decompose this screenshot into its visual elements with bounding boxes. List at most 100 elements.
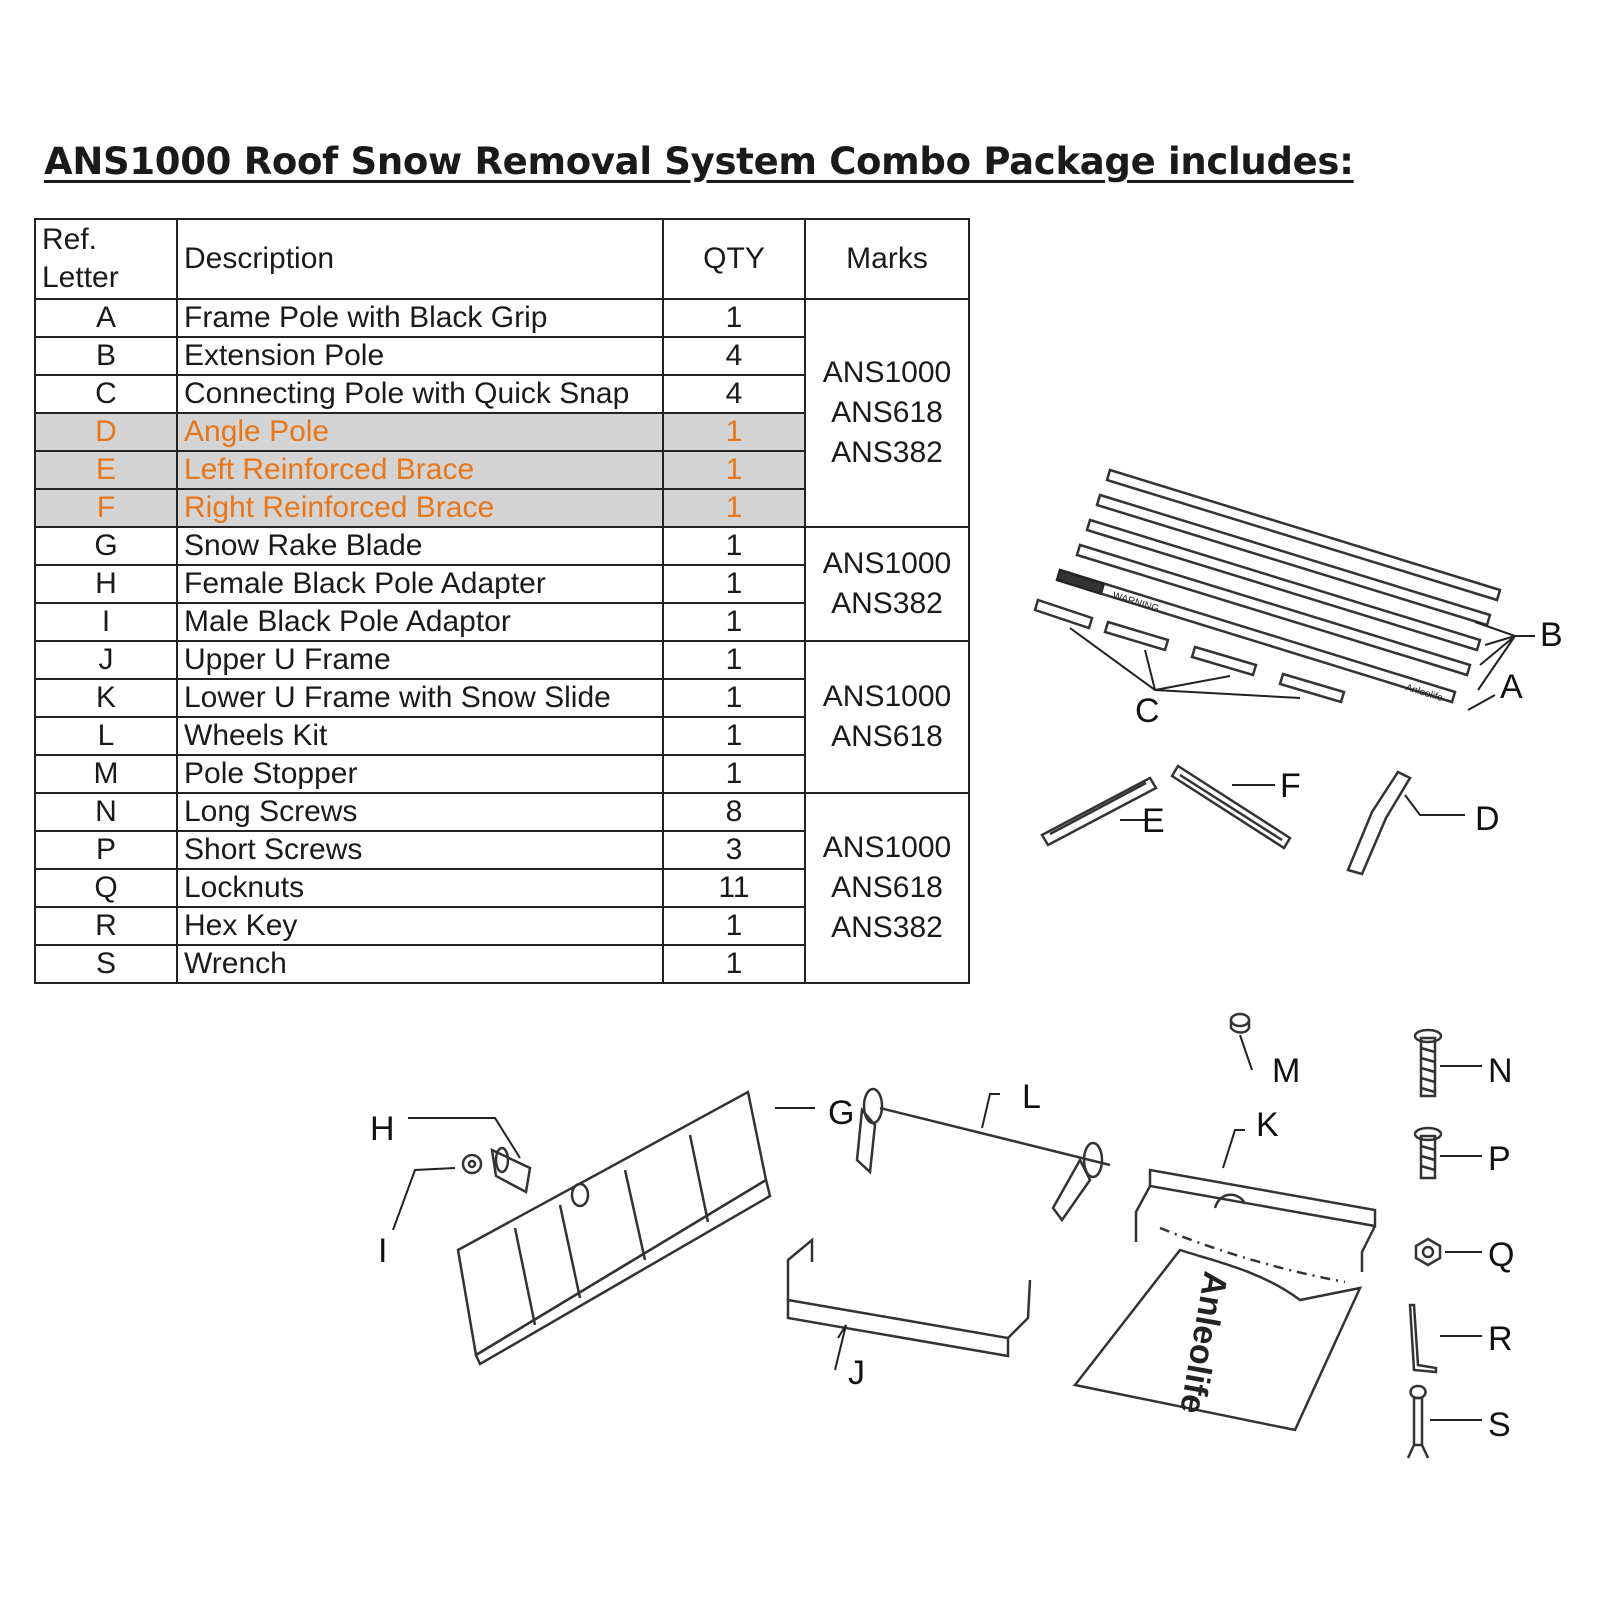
wheels-kit-illustration — [855, 1087, 1111, 1223]
row-description: Locknuts — [176, 868, 664, 908]
row-ref: B — [34, 336, 178, 376]
left-brace-illustration — [1040, 776, 1158, 847]
locknut-illustration — [1414, 1237, 1442, 1267]
wrench-illustration — [1406, 1384, 1430, 1459]
row-ref: S — [34, 944, 178, 984]
row-qty: 1 — [662, 944, 806, 984]
row-ref: R — [34, 906, 178, 946]
label-L: L — [1022, 1078, 1041, 1116]
leader-lines — [392, 621, 1535, 1421]
row-qty: 1 — [662, 716, 806, 756]
row-description: Wrench — [176, 944, 664, 984]
page-title: ANS1000 Roof Snow Removal System Combo P… — [44, 140, 1354, 183]
row-ref: K — [34, 678, 178, 718]
row-qty: 11 — [662, 868, 806, 908]
label-J: J — [848, 1354, 865, 1392]
row-description: Short Screws — [176, 830, 664, 870]
row-ref: J — [34, 640, 178, 680]
row-description: Angle Pole — [176, 412, 664, 452]
row-ref: H — [34, 564, 178, 604]
row-description: Frame Pole with Black Grip — [176, 298, 664, 338]
row-ref: L — [34, 716, 178, 756]
row-qty: 3 — [662, 830, 806, 870]
row-ref: F — [34, 488, 178, 528]
row-qty: 1 — [662, 564, 806, 604]
extension-poles-illustration — [1075, 468, 1502, 677]
frame-pole-illustration: WARNING Anleolife — [1055, 568, 1457, 704]
row-description: Wheels Kit — [176, 716, 664, 756]
label-H: H — [370, 1110, 395, 1148]
row-ref: P — [34, 830, 178, 870]
hex-key-illustration — [1408, 1303, 1438, 1374]
connecting-poles-illustration — [1033, 598, 1346, 704]
row-qty: 1 — [662, 488, 806, 528]
female-adapter-illustration — [490, 1146, 532, 1194]
label-F: F — [1280, 767, 1301, 805]
header-qty: QTY — [662, 218, 806, 300]
row-description: Upper U Frame — [176, 640, 664, 680]
row-ref: M — [34, 754, 178, 794]
row-description: Hex Key — [176, 906, 664, 946]
label-S: S — [1488, 1406, 1511, 1444]
row-qty: 1 — [662, 678, 806, 718]
row-ref: C — [34, 374, 178, 414]
row-description: Extension Pole — [176, 336, 664, 376]
slide-brand-text: Anleolife — [1172, 1269, 1234, 1417]
label-C: C — [1135, 692, 1160, 730]
row-qty: 1 — [662, 526, 806, 566]
short-screw-illustration — [1413, 1126, 1443, 1180]
row-description: Lower U Frame with Snow Slide — [176, 678, 664, 718]
row-ref: E — [34, 450, 178, 490]
label-P: P — [1488, 1140, 1511, 1178]
row-qty: 1 — [662, 602, 806, 642]
row-qty: 4 — [662, 336, 806, 376]
row-description: Snow Rake Blade — [176, 526, 664, 566]
label-B: B — [1540, 616, 1563, 654]
row-qty: 1 — [662, 298, 806, 338]
row-qty: 1 — [662, 906, 806, 946]
row-description: Long Screws — [176, 792, 664, 832]
male-adapter-illustration — [461, 1153, 483, 1175]
row-description: Pole Stopper — [176, 754, 664, 794]
upper-u-frame-illustration — [786, 1237, 1032, 1358]
label-M: M — [1272, 1052, 1300, 1090]
row-qty: 1 — [662, 754, 806, 794]
row-ref: G — [34, 526, 178, 566]
pole-stopper-illustration — [1229, 1012, 1251, 1034]
row-description: Female Black Pole Adapter — [176, 564, 664, 604]
label-R: R — [1488, 1320, 1513, 1358]
label-I: I — [378, 1232, 387, 1270]
label-Q: Q — [1488, 1236, 1514, 1274]
lower-u-frame-illustration: Anleolife — [1072, 1168, 1377, 1432]
label-N: N — [1488, 1052, 1513, 1090]
row-ref: N — [34, 792, 178, 832]
label-E: E — [1142, 802, 1165, 840]
row-ref: I — [34, 602, 178, 642]
row-ref: A — [34, 298, 178, 338]
row-description: Left Reinforced Brace — [176, 450, 664, 490]
row-description: Connecting Pole with Quick Snap — [176, 374, 664, 414]
label-G: G — [828, 1094, 854, 1132]
row-description: Right Reinforced Brace — [176, 488, 664, 528]
